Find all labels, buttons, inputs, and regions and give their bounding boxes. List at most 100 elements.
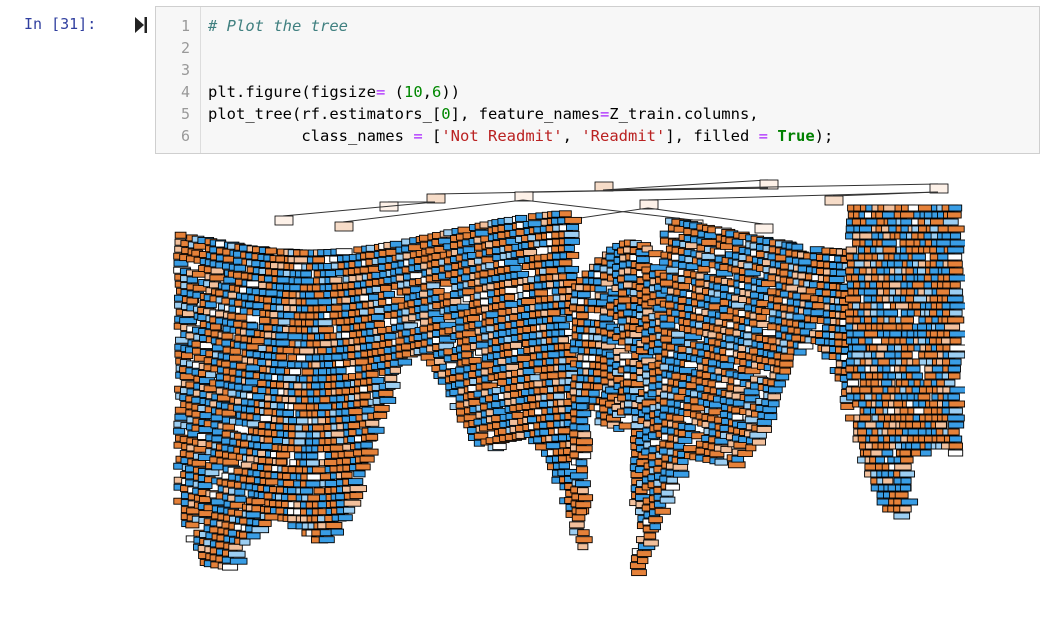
tree-node (605, 386, 619, 394)
tree-node (558, 322, 570, 330)
tree-node (553, 392, 565, 400)
tree-node (641, 245, 653, 253)
tree-node (731, 413, 744, 421)
tree-node (234, 488, 246, 496)
code-number: 0 (441, 105, 451, 123)
run-cell-button[interactable] (132, 14, 150, 36)
tree-node (947, 365, 961, 373)
tree-edge (282, 201, 436, 217)
tree-node (737, 450, 753, 457)
tree-node (588, 389, 600, 397)
tree-node (275, 451, 291, 459)
tree-node (900, 456, 914, 464)
tree-node (911, 372, 923, 380)
tree-node (917, 393, 931, 401)
tree-node (947, 449, 964, 457)
tree-node (810, 309, 826, 317)
tree-edge (647, 191, 939, 201)
tree-node (300, 270, 312, 278)
tree-node (384, 381, 401, 389)
tree-node (426, 282, 441, 290)
tree-node (312, 256, 325, 264)
tree-node (575, 501, 592, 509)
tree-node (558, 259, 573, 267)
tree-node (246, 420, 261, 428)
tree-node (504, 286, 518, 294)
tree-node (456, 303, 470, 311)
tree-node (576, 466, 589, 474)
tree-edge (647, 207, 764, 225)
code-operator: = (375, 83, 386, 101)
tree-node (343, 506, 356, 514)
code-line-4: plt.figure(figsize= (10,6)) (208, 81, 460, 103)
tree-node (911, 253, 926, 261)
tree-node (870, 449, 884, 457)
tree-node (889, 330, 902, 338)
tree-node (793, 348, 807, 356)
line-number: 5 (180, 105, 190, 123)
tree-node (859, 232, 873, 240)
tree-node (775, 373, 790, 381)
line-number: 2 (180, 39, 190, 57)
tree-node (221, 332, 234, 340)
tree-node (863, 288, 878, 296)
tree-node (733, 441, 748, 449)
tree-node (577, 291, 591, 299)
tree-node (348, 408, 364, 416)
tree-node (282, 479, 295, 487)
tree-node (639, 199, 659, 210)
tree-node (462, 330, 477, 338)
tree-node (719, 312, 735, 320)
decision-tree-plot (173, 179, 965, 577)
code-line-5: plot_tree(rf.estimators_[0], feature_nam… (208, 103, 759, 125)
tree-node (713, 248, 726, 256)
tree-node (251, 526, 270, 534)
tree-node (899, 505, 912, 513)
tree-node (234, 313, 248, 321)
code-token: plt.figure(figsize (208, 83, 376, 101)
tree-node (258, 519, 272, 527)
tree-node (173, 259, 189, 267)
tree-node (677, 436, 693, 444)
tree-node (355, 463, 371, 471)
tree-node (365, 419, 380, 427)
tree-node (577, 529, 590, 537)
tree-node (445, 362, 458, 370)
tree-node (636, 256, 650, 264)
tree-node (186, 276, 198, 284)
tree-node (515, 214, 528, 222)
tree-node (780, 353, 794, 361)
tree-node (204, 469, 220, 477)
code-token: ], filled (665, 127, 759, 145)
tree-node (509, 264, 522, 272)
tree-node (259, 316, 271, 324)
tree-edge (522, 199, 694, 221)
tree-node (937, 253, 950, 261)
tree-node (899, 484, 912, 492)
tree-node (732, 399, 745, 407)
tree-node (349, 485, 367, 493)
tree-node (714, 381, 728, 389)
tree-node (558, 210, 572, 218)
tree-node (947, 351, 965, 359)
tree-node (575, 459, 588, 467)
tree-node (727, 461, 746, 469)
tree-node (173, 427, 186, 435)
code-editor[interactable]: 1 2 3 4 5 6 # Plot the tree plt.figure(f… (155, 6, 1040, 154)
tree-node (768, 386, 783, 394)
tree-edge (342, 199, 524, 223)
tree-node (575, 536, 593, 544)
tree-node (948, 274, 965, 282)
tree-node (578, 494, 594, 502)
tree-node (557, 336, 569, 344)
code-string: 'Not Readmit' (441, 127, 563, 145)
tree-node (859, 414, 872, 422)
tree-node (438, 342, 455, 350)
tree-node (564, 216, 582, 224)
tree-node (504, 300, 519, 308)
tree-node (330, 528, 344, 536)
tree-node (551, 315, 566, 323)
tree-node (673, 470, 690, 478)
tree-node (913, 295, 928, 303)
tree-node (575, 396, 591, 404)
